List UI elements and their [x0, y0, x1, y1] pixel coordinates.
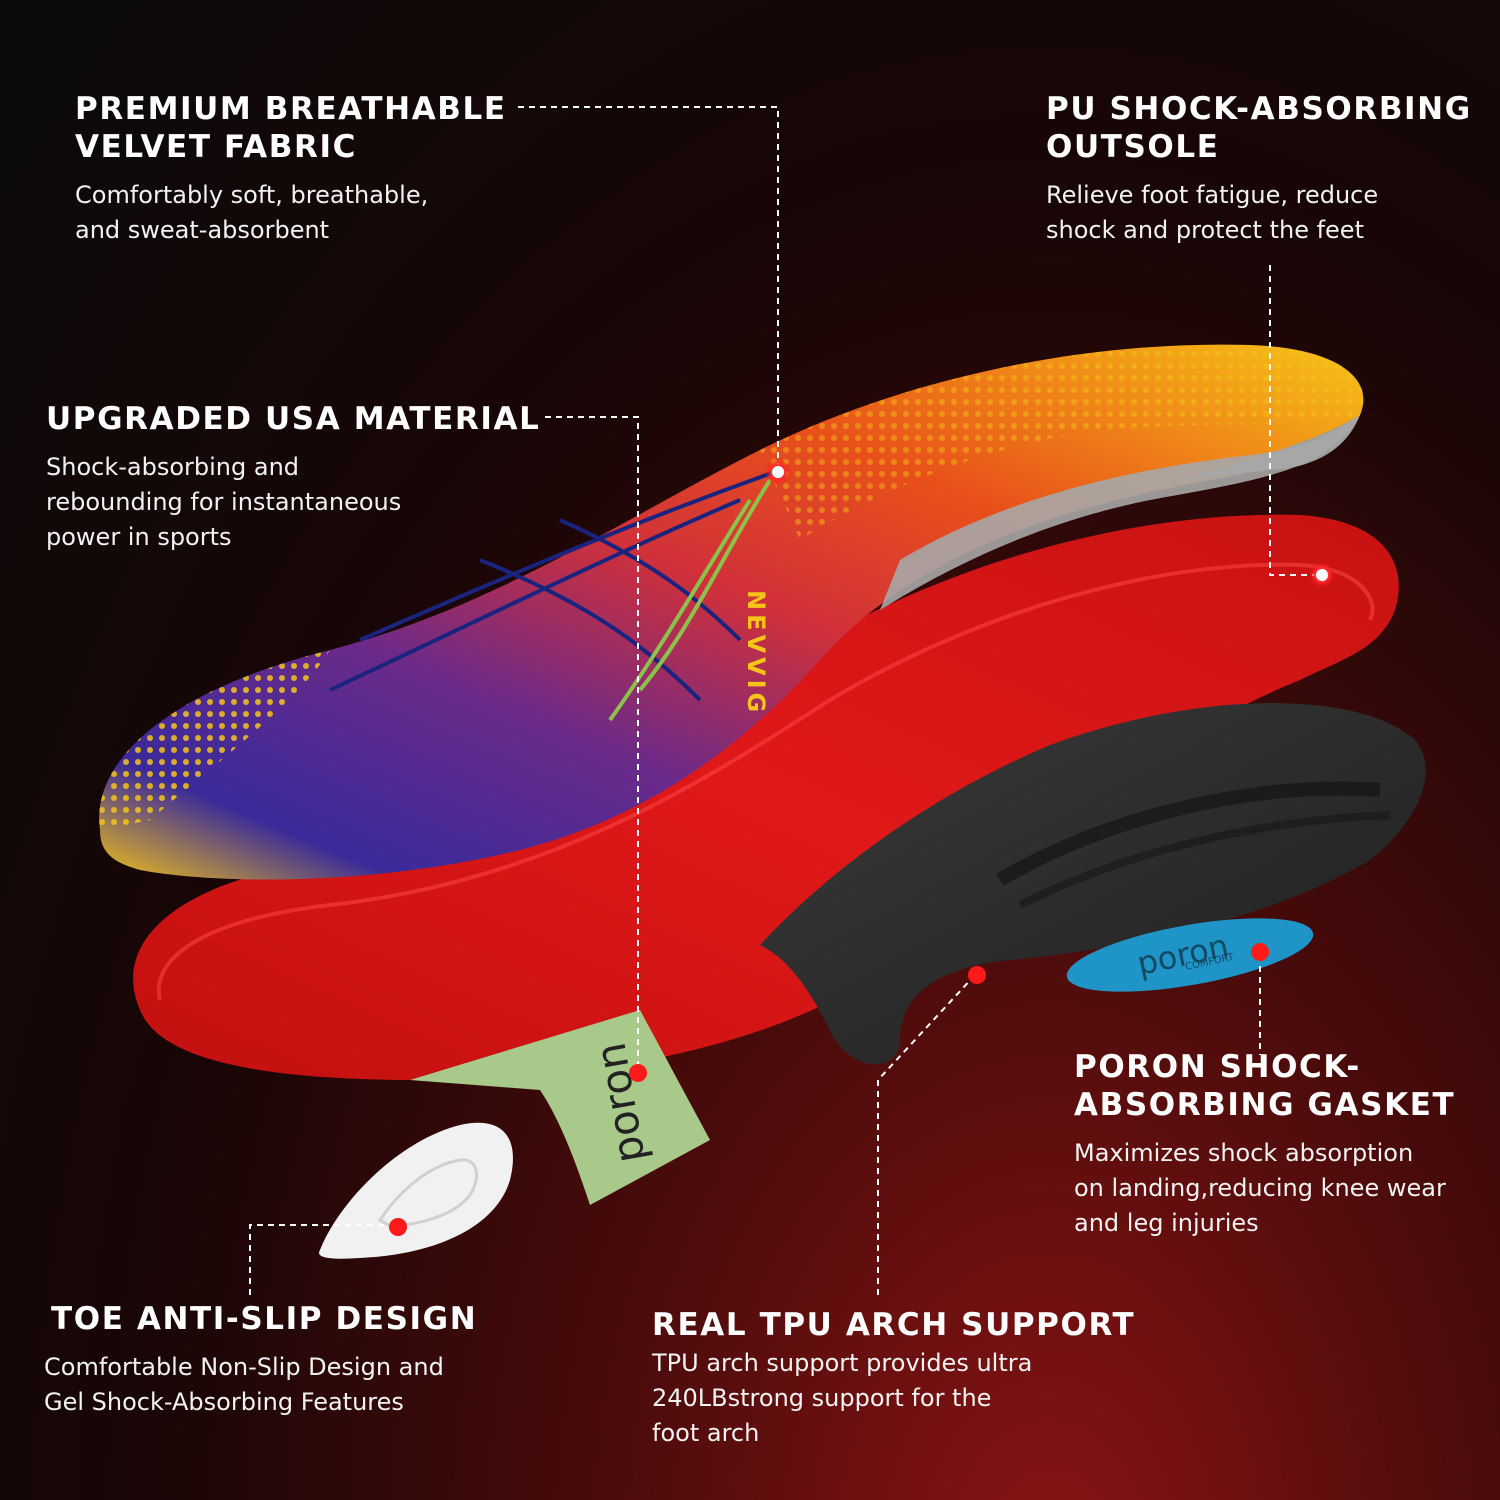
poron-heel-pad — [410, 1010, 710, 1205]
callout-poron-desc: Maximizes shock absorption on landing,re… — [1074, 1139, 1446, 1237]
marker-dots — [389, 459, 1335, 1236]
red-foam-layer — [133, 514, 1399, 1080]
callout-velvet-fabric: PREMIUM BREATHABLE VELVET FABRIC Comfort… — [75, 90, 535, 248]
callout-toe-title: TOE ANTI-SLIP DESIGN — [51, 1301, 478, 1337]
callout-outsole-desc: Relieve foot fatigue, reduce shock and p… — [1046, 181, 1379, 244]
callout-tpu-desc: TPU arch support provides ultra 240LBstr… — [652, 1349, 1033, 1447]
brand-logo-text: NEVVIG — [742, 590, 770, 716]
callout-pu-outsole: PU SHOCK-ABSORBING OUTSOLE Relieve foot … — [1046, 90, 1486, 248]
callout-velvet-desc: Comfortably soft, breathable, and sweat-… — [75, 181, 429, 244]
callout-toe-desc: Comfortable Non-Slip Design and Gel Shoc… — [44, 1353, 444, 1416]
callout-outsole-title: PU SHOCK-ABSORBING OUTSOLE — [1046, 91, 1472, 165]
callout-usa-title: UPGRADED USA MATERIAL — [46, 401, 541, 437]
callout-poron-title: PORON SHOCK- ABSORBING GASKET — [1074, 1049, 1456, 1123]
callout-tpu-title: REAL TPU ARCH SUPPORT — [652, 1307, 1136, 1343]
callout-usa-desc: Shock-absorbing and rebounding for insta… — [46, 453, 402, 551]
callout-poron-gasket: PORON SHOCK- ABSORBING GASKET Maximizes … — [1074, 1048, 1494, 1241]
top-velvet-insole — [99, 344, 1364, 880]
callout-tpu-arch: REAL TPU ARCH SUPPORT TPU arch support p… — [652, 1306, 1172, 1451]
callout-velvet-title: PREMIUM BREATHABLE VELVET FABRIC — [75, 91, 507, 165]
gel-toe-pad — [319, 1122, 513, 1259]
leader-lines — [249, 106, 1320, 1298]
callout-toe-anti-slip: TOE ANTI-SLIP DESIGN Comfortable Non-Sli… — [44, 1300, 524, 1420]
poron-blue-pad — [1066, 918, 1314, 992]
callout-usa-material: UPGRADED USA MATERIAL Shock-absorbing an… — [46, 400, 566, 555]
